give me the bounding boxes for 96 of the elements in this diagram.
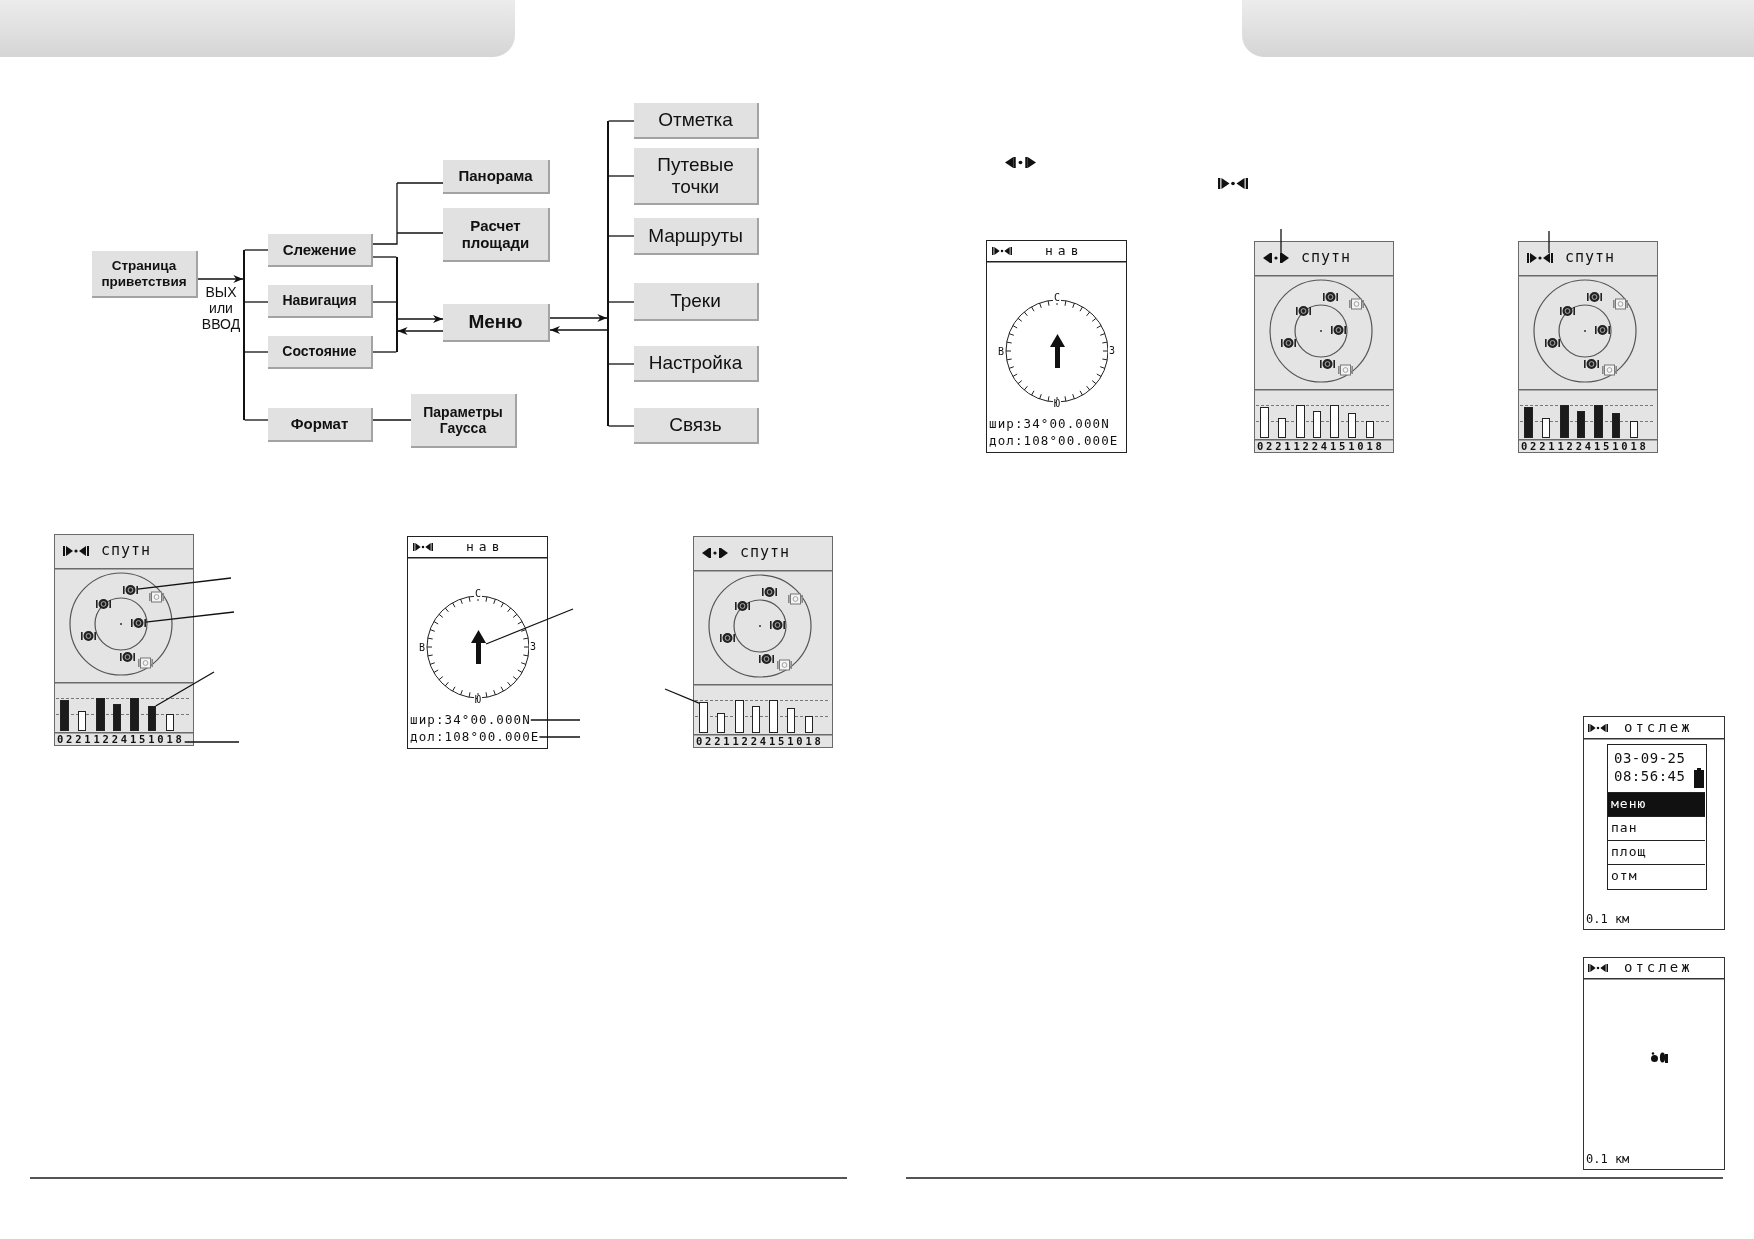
connector-line [607,175,635,177]
process-box: Связь [634,408,759,444]
connector-line [243,419,269,421]
process-box: Слежение [268,234,373,267]
satellite-number-row: 02211224151018 [696,736,824,747]
screen-title: спутн [1301,250,1352,265]
satellite-number-row: 02211224151018 [57,734,185,745]
scale-readout: 0.1 км [1586,1153,1630,1165]
coordinate-readout: дол:108°00.000E [989,435,1119,448]
arrow [549,326,608,334]
menu-row: площ [1608,840,1705,864]
compass-letter: С [1053,293,1061,303]
device-screen [1583,716,1725,930]
compass-letter: В [997,347,1005,357]
menu-row: отм [1608,864,1705,888]
process-box: Треки [634,283,759,321]
connector-line [396,232,444,234]
screen-title: спутн [740,545,791,560]
process-box: Состояние [268,336,373,369]
arrow [396,327,444,335]
screen-title: нав [1045,244,1084,257]
coordinate-readout: шир:34°00.000N [989,418,1110,431]
satellite-icon [122,584,138,596]
screen-title: спутн [1565,250,1616,265]
leader-line [485,608,574,645]
connector-line [372,256,397,258]
leader-line [664,688,700,704]
bus-line [607,121,609,426]
inward-arrows-icon [1527,253,1553,263]
leader-line [144,611,235,623]
connector-line [372,419,412,421]
leader-line [530,719,581,721]
outward-arrows-icon [1263,253,1289,263]
process-box: Параметры Гаусса [411,394,517,448]
screen-title: отслеж [1624,960,1693,974]
leader-line [538,736,581,738]
signal-bar [699,702,708,733]
process-box: Путевые точки [634,148,759,205]
process-box: Маршруты [634,218,759,255]
arrow [396,315,444,323]
process-box: Настройка [634,346,759,382]
connector-line [243,351,269,353]
process-box: Страница приветствия [92,251,198,298]
compass-letter: З [1108,346,1116,356]
device-screen [986,240,1127,453]
connector-line [607,363,635,365]
satellite-number-row: 02211224151018 [1521,441,1649,452]
connector-line [607,301,635,303]
screen-title: нав [466,540,505,553]
device-screen [1583,957,1725,1170]
device-screen [693,536,833,748]
device-screen [407,536,548,749]
satellite-icon [130,617,146,629]
leader-line [136,577,232,590]
connector-line [607,425,635,427]
arrow [197,275,244,283]
heading-arrow-icon [471,630,486,664]
connector-line [372,301,397,303]
process-box: Расчет площади [443,208,550,262]
satellite-number-row: 02211224151018 [1257,441,1385,452]
process-box: Формат [268,408,373,442]
coordinate-readout: шир:34°00.000N [410,714,531,727]
leader-line [1280,228,1282,254]
time-readout: 08:56:45 [1614,769,1686,783]
device-screen [1254,241,1394,453]
edge-label: ВЫХ или ВВОД [200,284,242,332]
compass-letter: Ю [1053,399,1061,409]
arrow [549,314,608,322]
menu-panel [1607,744,1707,890]
signal-bar [148,706,156,731]
date-readout: 03-09-25 [1614,751,1686,765]
process-box: Навигация [268,285,373,318]
leader-line [1548,230,1550,254]
coordinate-readout: дол:108°00.000E [410,731,540,744]
compass-letter: Ю [474,695,482,705]
bus-line [243,250,245,420]
connector-line [243,249,269,251]
selected-menu-row: меню [1608,792,1705,816]
bus-line [396,257,398,352]
menu-row: пан [1608,816,1705,840]
scale-readout: 0.1 км [1586,913,1630,925]
leader-line [184,741,240,743]
process-box: Панорама [443,160,550,194]
connector-line [607,235,635,237]
device-screen [54,534,194,746]
screen-title: спутн [101,543,152,558]
process-box: Меню [443,304,550,342]
screen-title: отслеж [1624,720,1693,734]
compass-letter: С [474,589,482,599]
connector-line [372,351,397,353]
compass-letter: З [529,642,537,652]
compass-letter: В [418,643,426,653]
connector-line [243,301,269,303]
connector-line [607,120,635,122]
process-box: Отметка [634,103,759,139]
device-screen [1518,241,1658,453]
